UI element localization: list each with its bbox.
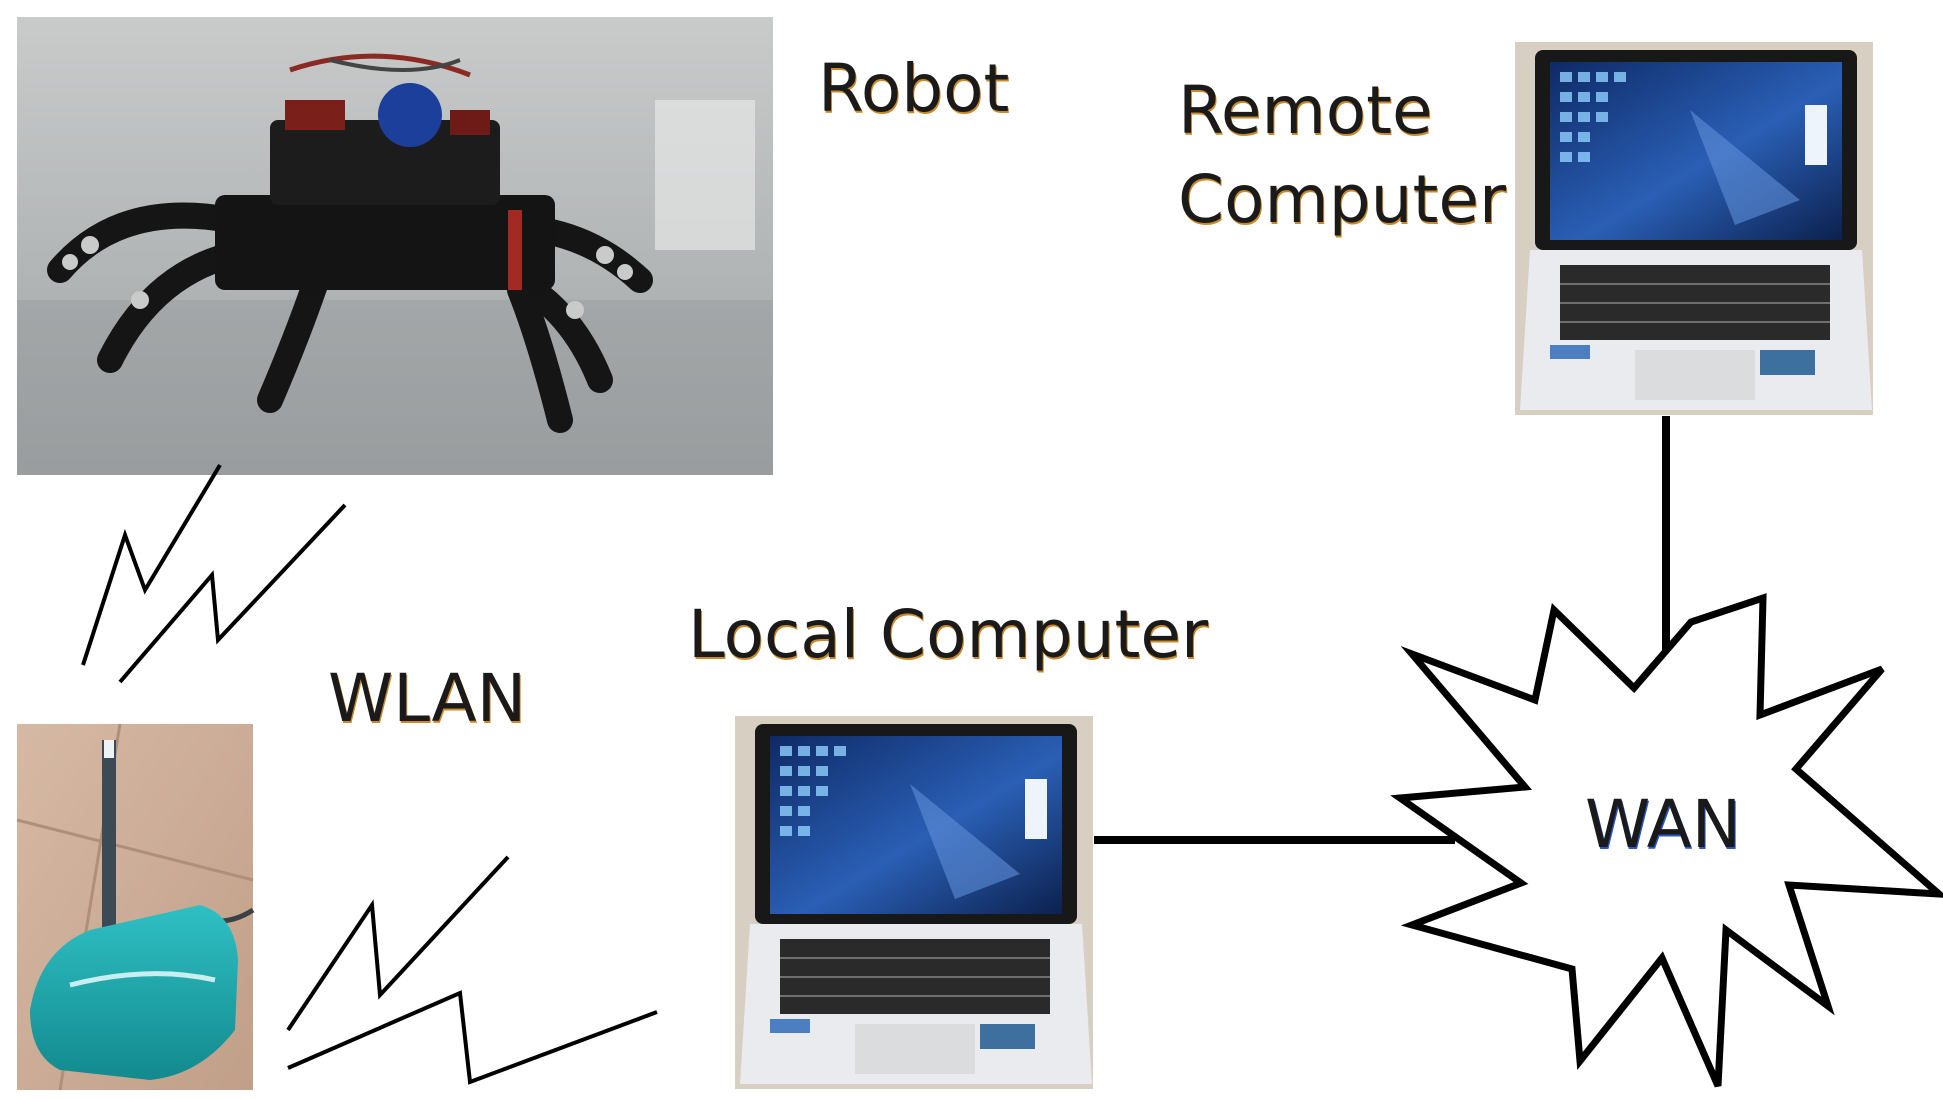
- remote-computer-label-line2: Computer: [1178, 161, 1507, 238]
- robot-wireless-link-icon: [81, 463, 222, 666]
- router-photo: [16, 723, 255, 1091]
- remote-computer-photo: [1515, 42, 1873, 415]
- robot-label: Robot: [818, 50, 1010, 127]
- router-wireless-link-icon: [287, 990, 658, 1085]
- robot-photo: [17, 17, 773, 475]
- wlan-label: WLAN: [328, 660, 527, 737]
- local-computer-label: Local Computer: [688, 596, 1209, 673]
- wan-starburst-icon: [1390, 593, 1943, 1088]
- local-computer-photo: [735, 716, 1093, 1089]
- router-wireless-link-icon: [286, 855, 510, 1032]
- remote-computer-label-line1: Remote: [1178, 72, 1433, 149]
- wan-label: WAN: [1585, 786, 1742, 863]
- robot-wireless-link-icon: [118, 503, 347, 684]
